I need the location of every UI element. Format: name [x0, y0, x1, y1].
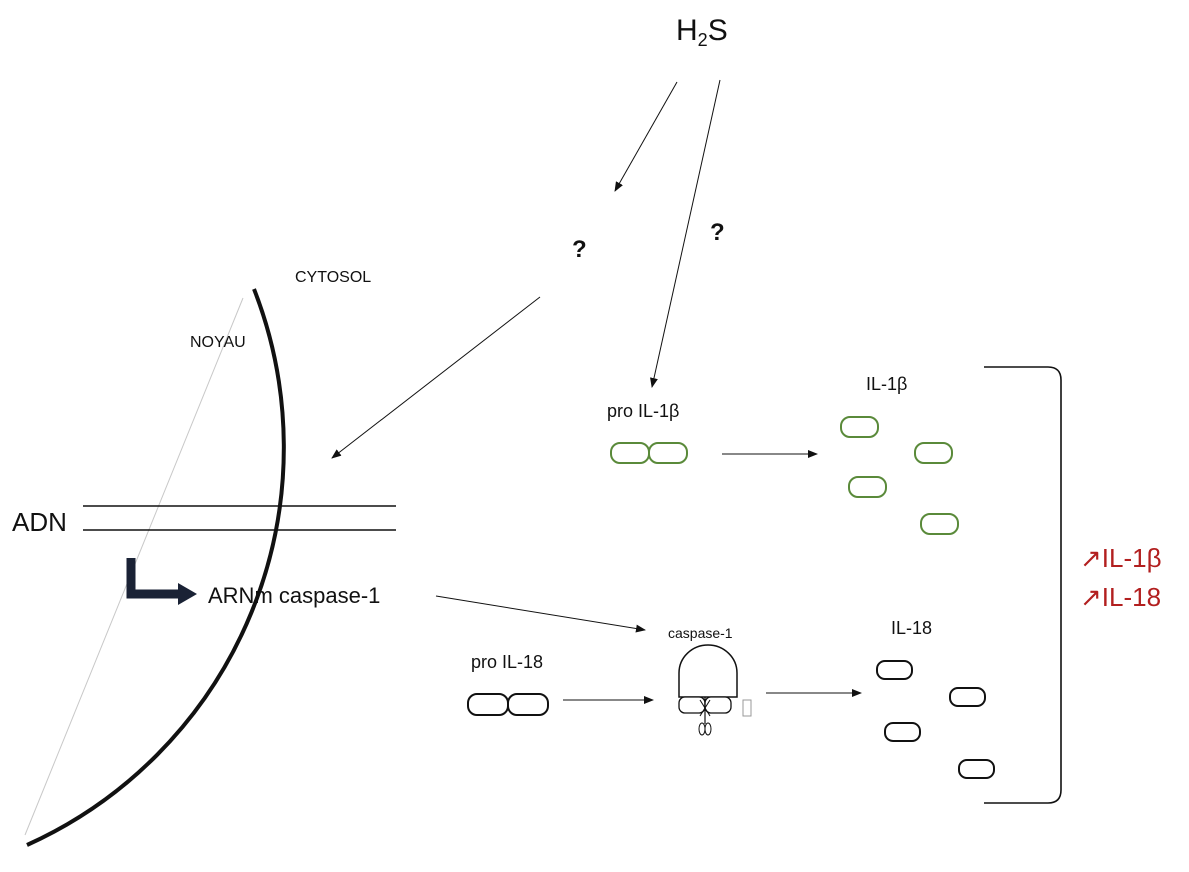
arrow-arnm-to-caspase: [435, 595, 646, 633]
il18-label: IL-18: [891, 618, 933, 638]
pro-il18-icon: [467, 693, 549, 716]
arrow-question-to-nucleus: [331, 296, 541, 459]
question-mark-left: ?: [572, 236, 587, 263]
adn-label: ADN: [12, 507, 67, 537]
noyau-label: NOYAU: [190, 334, 246, 351]
caspase-1-icon: [678, 644, 752, 736]
pro-il18-label: pro IL-18: [471, 652, 544, 672]
arnm-caspase-label: ARNm caspase-1: [208, 583, 381, 608]
nucleus-membrane: [26, 288, 286, 847]
result-il18-increase: ↗IL-18: [1080, 582, 1162, 612]
il18-molecules-icon: [876, 660, 995, 779]
transcription-arrow-icon: [126, 558, 197, 605]
pro-il1b-label: pro IL-1β: [607, 401, 680, 421]
secretion-bracket: [984, 366, 1062, 804]
il1b-label: IL-1β: [866, 374, 908, 394]
arrow-h2s-to-pro-il1b: [650, 79, 721, 388]
question-mark-right: ?: [710, 219, 725, 246]
result-il1b-increase: ↗IL-1β: [1080, 543, 1162, 573]
caspase-1-label: caspase-1: [668, 625, 733, 641]
h2s-label: H2S: [676, 14, 728, 50]
cytosol-label: CYTOSOL: [295, 269, 372, 286]
arrow-h2s-to-question: [614, 81, 678, 192]
pro-il1b-icon: [610, 442, 688, 464]
il1b-molecules-icon: [840, 416, 959, 535]
